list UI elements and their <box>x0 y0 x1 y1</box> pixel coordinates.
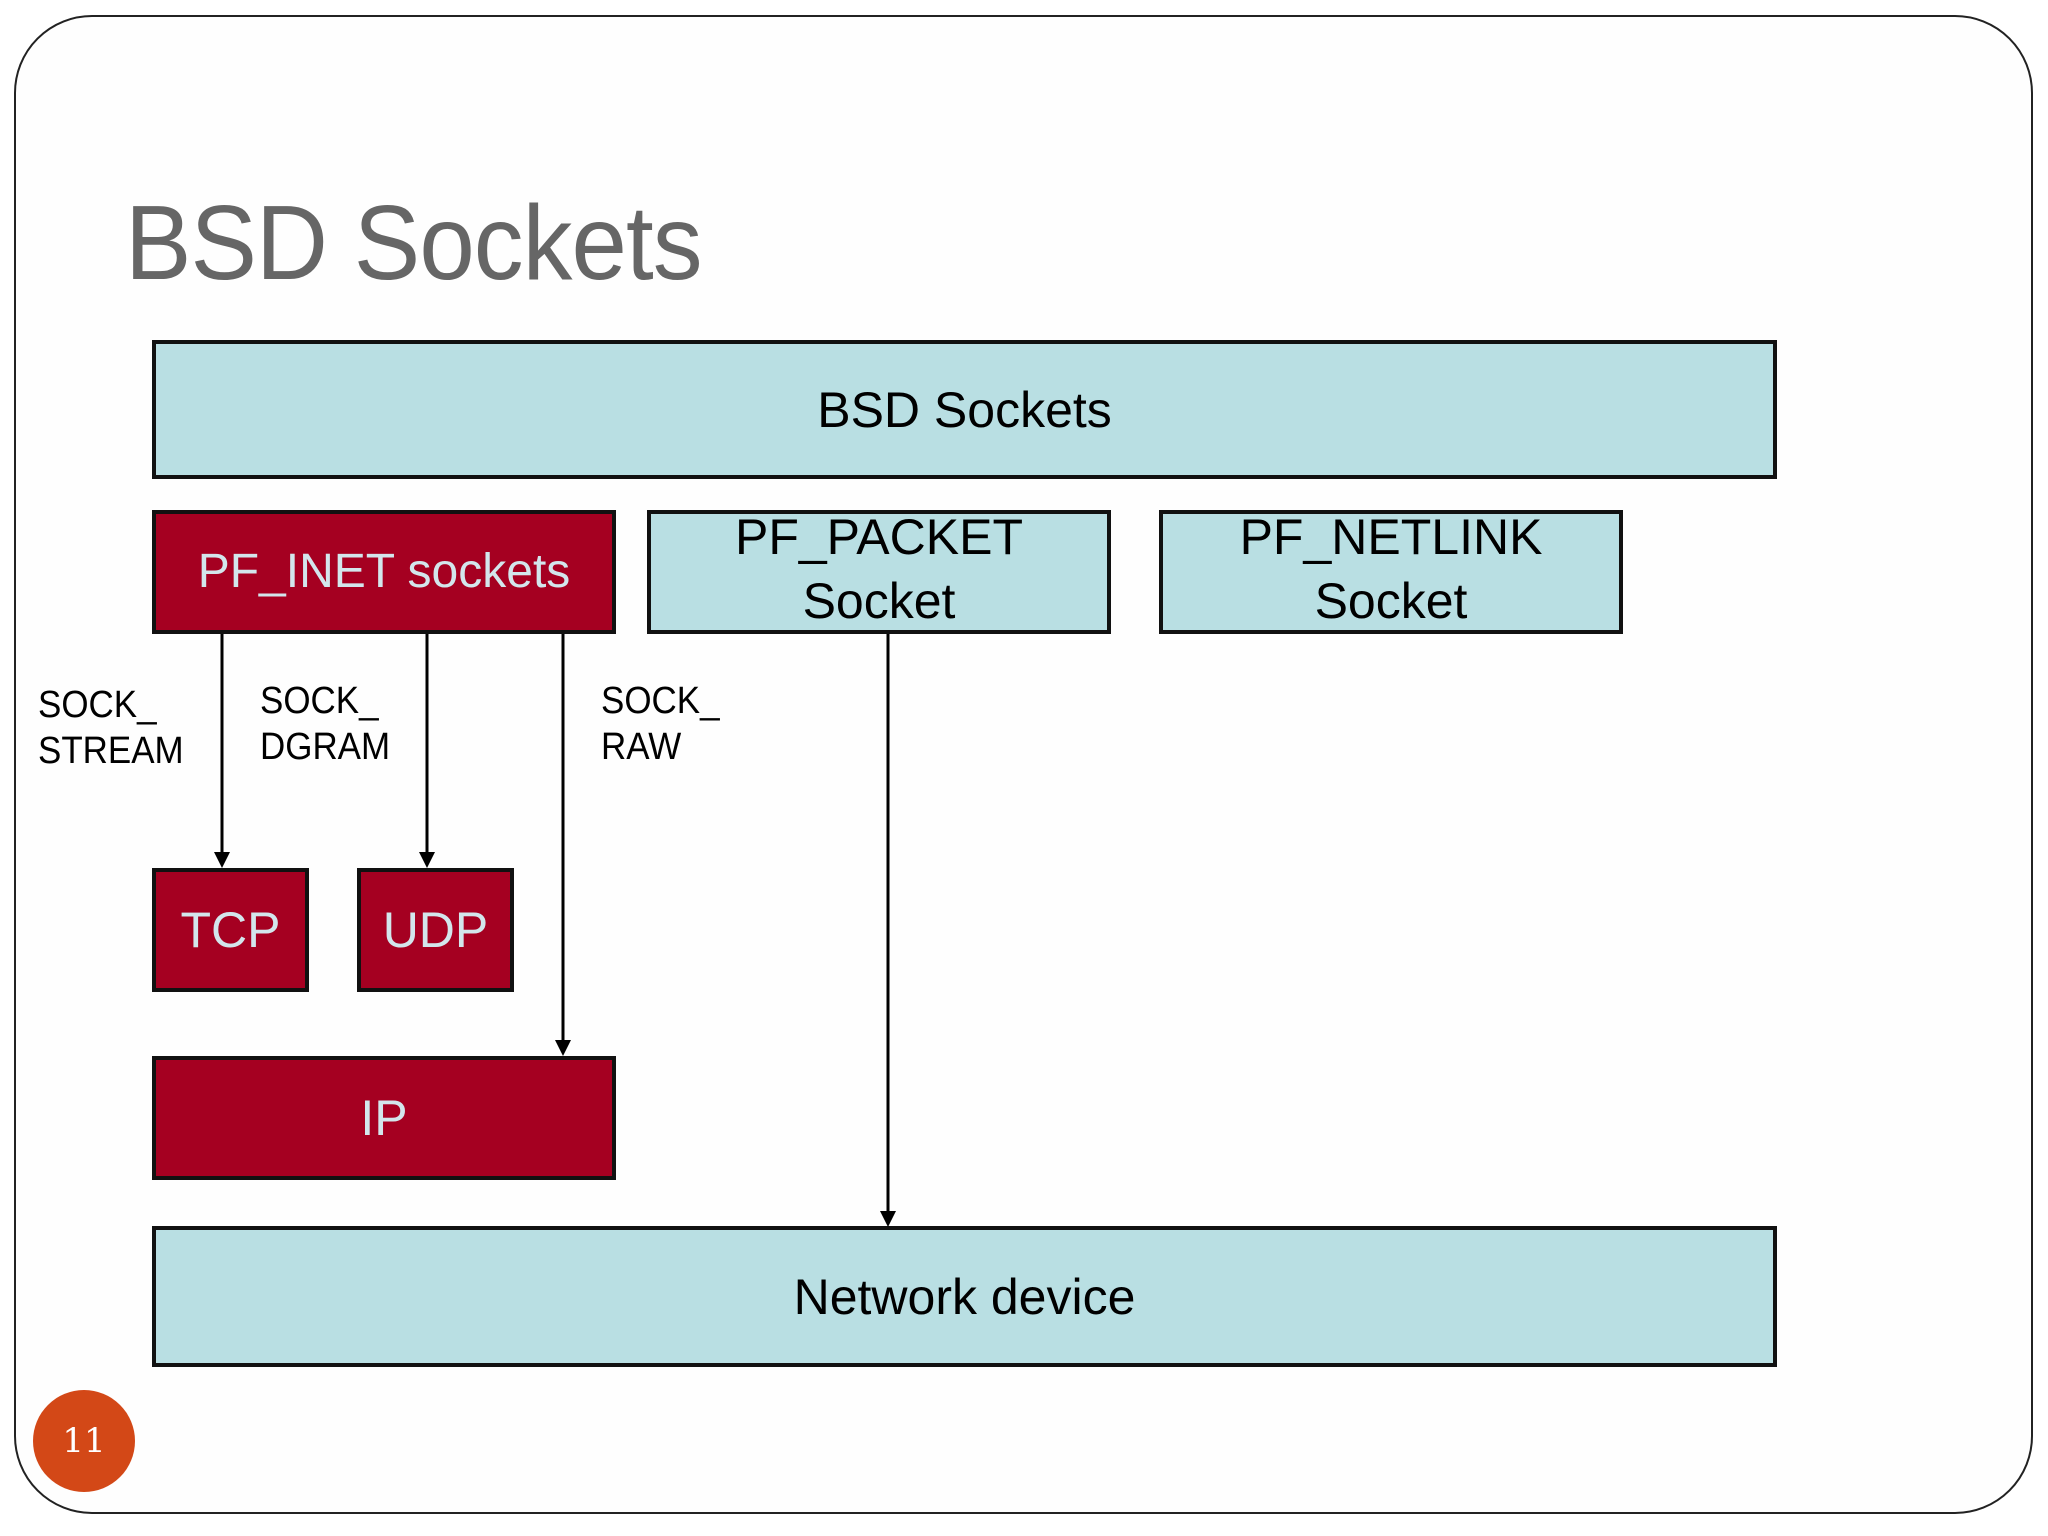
pf-packet-label-line2: Socket <box>802 573 956 629</box>
network-device-label: Network device <box>793 1268 1136 1325</box>
sock-dgram-line2: DGRAM <box>260 726 391 768</box>
pf-netlink-box: PF_NETLINK Socket <box>1159 509 1623 634</box>
tcp-box: TCP <box>152 868 309 992</box>
pf-inet-label: PF_INET sockets <box>197 545 571 598</box>
sock-dgram-label: SOCK_ DGRAM <box>260 678 390 770</box>
tcp-label: TCP <box>180 902 281 958</box>
sock-dgram-line1: SOCK_ <box>260 680 379 722</box>
sock-stream-label: SOCK_ STREAM <box>38 682 184 774</box>
pf-netlink-label-line1: PF_NETLINK <box>1239 509 1543 565</box>
pf-netlink-label-line2: Socket <box>1314 573 1468 629</box>
slide-title: BSD Sockets <box>125 184 703 302</box>
bsd-sockets-layer-label: BSD Sockets <box>817 381 1112 438</box>
sock-raw-line1: SOCK_ <box>601 680 720 722</box>
sock-stream-line1: SOCK_ <box>38 684 157 726</box>
sock-raw-line2: RAW <box>601 726 682 768</box>
bsd-sockets-layer: BSD Sockets <box>152 340 1777 479</box>
arrow-stream-to-tcp <box>214 634 230 868</box>
pf-packet-box: PF_PACKET Socket <box>647 509 1111 634</box>
arrowhead-icon <box>419 852 435 868</box>
network-device-layer: Network device <box>152 1226 1777 1367</box>
sock-stream-line2: STREAM <box>38 730 184 772</box>
ip-box: IP <box>152 1056 616 1180</box>
arrowhead-icon <box>214 852 230 868</box>
arrowhead-icon <box>880 1211 896 1227</box>
page-number-badge: 11 <box>33 1390 135 1492</box>
pf-inet-box: PF_INET sockets <box>152 510 616 634</box>
arrowhead-icon <box>555 1040 571 1056</box>
page-number: 11 <box>62 1421 106 1461</box>
sock-raw-label: SOCK_ RAW <box>601 678 720 770</box>
ip-label: IP <box>360 1090 408 1146</box>
arrow-packet-to-network-device <box>880 634 896 1227</box>
udp-box: UDP <box>357 868 514 992</box>
arrow-raw-to-ip <box>555 634 571 1056</box>
udp-label: UDP <box>382 902 489 958</box>
arrow-dgram-to-udp <box>419 634 435 868</box>
pf-packet-label-line1: PF_PACKET <box>734 509 1024 565</box>
